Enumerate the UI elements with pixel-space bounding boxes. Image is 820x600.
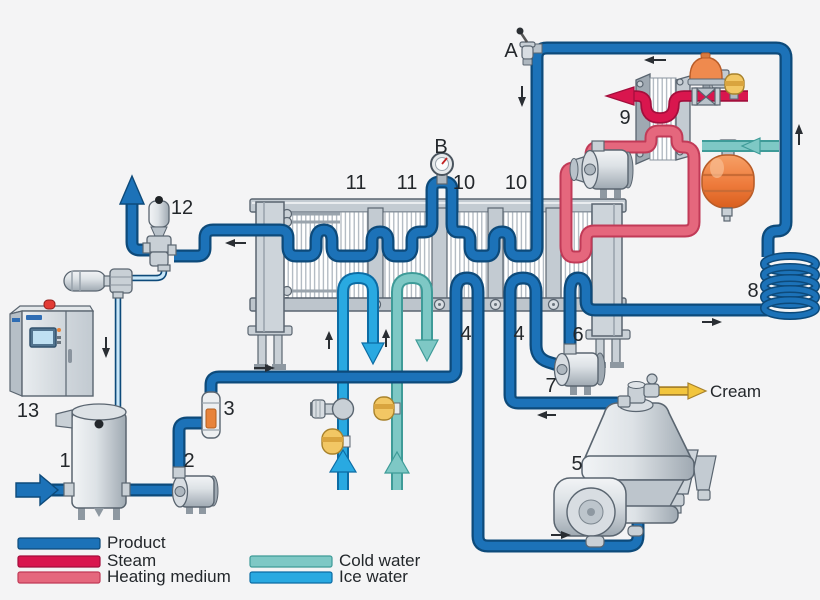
sampling-valve-a <box>516 27 543 66</box>
product-out-arrow <box>118 174 146 205</box>
separator-cone <box>582 402 694 461</box>
component-labels: A B 1 2 3 4 4 5 6 7 8 9 10 10 11 11 12 1… <box>17 40 761 475</box>
balance-tank <box>55 403 131 520</box>
legend-swatch-ice-water <box>249 571 333 584</box>
cream-valve <box>646 373 658 385</box>
label-section-11-left: 11 <box>346 172 367 194</box>
pipe-heating-medium-loop <box>566 131 694 257</box>
phe-leg <box>273 331 283 367</box>
flow-arrows <box>15 56 803 539</box>
label-point-a: A <box>504 40 518 62</box>
label-booster-pump: 7 <box>545 375 556 397</box>
phe-end-frame-left <box>255 201 285 333</box>
flow-dir-arrow <box>561 531 571 539</box>
flow-dir-arrow <box>382 329 390 338</box>
cream-valve-body <box>643 383 660 398</box>
hot-water-pump <box>569 140 634 198</box>
valve-cap <box>155 196 163 204</box>
label-section-10-left: 10 <box>453 172 475 194</box>
flow-controller <box>201 391 221 439</box>
bolt-head <box>676 78 684 86</box>
product-in-arrow <box>15 473 60 507</box>
phe-leg <box>257 331 267 367</box>
legend-swatch-heating-medium <box>17 571 101 584</box>
cold-water-valve <box>373 396 401 421</box>
brand-logo-side <box>12 318 20 322</box>
phe-foot <box>272 364 286 370</box>
control-panel <box>9 299 95 397</box>
phe-leg <box>611 337 621 365</box>
label-section-6: 6 <box>572 324 583 346</box>
label-flow-controller: 3 <box>223 398 234 420</box>
milk-outlet-elbow <box>617 395 631 408</box>
ice-water-out-arrow <box>361 342 385 366</box>
diverted-flow-valve <box>63 268 133 299</box>
bolt-head <box>636 80 644 88</box>
flow-dir-arrow <box>265 364 275 372</box>
steam-trap <box>724 73 745 100</box>
regulating-valve-knob <box>311 399 326 419</box>
legend: Product Steam Heating medium Cold water … <box>17 533 421 586</box>
cold-water-out-arrow <box>415 339 439 363</box>
holding-coil <box>760 252 820 320</box>
flow-dir-arrow <box>325 331 333 340</box>
legend-label-cold-water: Cold water <box>339 551 421 570</box>
ice-water-in-arrow <box>328 448 358 473</box>
flow-dir-arrow <box>537 411 547 419</box>
regulating-valve-body <box>331 397 355 421</box>
label-holding-coil: 8 <box>747 280 758 302</box>
float <box>94 419 104 429</box>
tank-spout <box>55 409 73 429</box>
flow-dir-arrow <box>225 239 235 247</box>
legend-label-ice-water: Ice water <box>339 567 408 586</box>
legend-label-steam: Steam <box>107 551 156 570</box>
separator <box>553 373 717 548</box>
label-section-4-first: 4 <box>460 323 471 345</box>
flow-dir-arrow <box>644 56 654 64</box>
panel-screen-display <box>33 331 53 344</box>
flow-diversion-valve <box>142 196 177 272</box>
legend-label-product: Product <box>107 533 166 552</box>
flow-dir-arrow <box>518 97 526 107</box>
steam-out-arrow <box>604 86 635 106</box>
legend-swatch-product <box>17 537 101 550</box>
label-section-4-second: 4 <box>513 323 524 345</box>
brand-logo <box>26 315 42 320</box>
cream-arrow <box>687 382 708 400</box>
label-cream: Cream <box>710 382 761 401</box>
temperature-gauge-b <box>430 152 454 185</box>
valve-actuator-dome <box>689 56 723 81</box>
cold-water-in-arrow <box>383 450 411 474</box>
phe-pillar <box>545 207 562 307</box>
label-section-11-right: 11 <box>397 172 418 194</box>
label-feed-pump: 2 <box>183 450 194 472</box>
expansion-tank <box>701 154 755 222</box>
feed-pump <box>171 466 219 514</box>
label-control-panel: 13 <box>17 400 39 422</box>
legend-swatch-steam <box>17 555 101 568</box>
legend-swatch-cold-water <box>249 555 333 568</box>
label-balance-tank: 1 <box>59 450 70 472</box>
label-hot-water-unit: 9 <box>619 107 630 129</box>
label-section-10-right: 10 <box>505 172 527 194</box>
separator-band <box>581 455 695 481</box>
label-separator: 5 <box>571 453 582 475</box>
flow-dir-arrow <box>102 348 110 358</box>
alarm-beacon <box>43 299 56 310</box>
flow-dir-arrow <box>712 318 722 326</box>
phe-tie-bolts <box>290 212 340 304</box>
panel-handle <box>68 349 72 363</box>
legend-label-heating-medium: Heating medium <box>107 567 231 586</box>
booster-pump <box>553 343 606 395</box>
panel-indicator <box>57 328 61 332</box>
cold-water-makeup-arrow <box>740 137 761 155</box>
label-diversion-valve: 12 <box>171 197 193 219</box>
steam-control-valve <box>687 52 730 106</box>
ice-water-valves <box>310 397 355 455</box>
label-gauge-b: B <box>434 136 447 158</box>
phe-foot <box>610 362 624 368</box>
flow-dir-arrow <box>795 124 803 134</box>
